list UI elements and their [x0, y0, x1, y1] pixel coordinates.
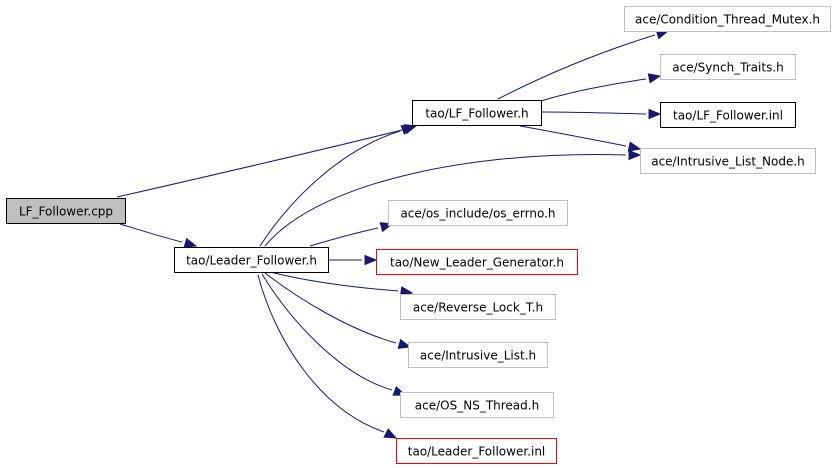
arrowhead-icon [628, 149, 642, 161]
node-tao-leader-follower-h[interactable]: tao/Leader_Follower.h [174, 247, 329, 273]
node-box [412, 100, 542, 126]
node-label: ace/Synch_Traits.h [672, 61, 783, 75]
node-box [660, 102, 796, 128]
node-ace-intrusive-list-h: ace/Intrusive_List.h [408, 342, 548, 368]
edge-line [309, 227, 379, 247]
edge-tao_lf_follower_h-to-ace_condition_thread_mutex_h [497, 29, 670, 100]
node-label: tao/Leader_Follower.h [186, 254, 317, 268]
edge-tao_lf_follower_h-to-tao_lf_follower_inl [541, 108, 662, 120]
node-tao-lf-follower-h[interactable]: tao/LF_Follower.h [412, 100, 542, 126]
edge-line [264, 154, 627, 247]
edge-line [541, 111, 647, 115]
node-label: ace/Reverse_Lock_T.h [413, 301, 543, 315]
edge-line [261, 273, 393, 391]
node-label: ace/OS_NS_Thread.h [415, 399, 539, 413]
edge-tao_lf_follower_h-to-ace_intrusive_list_node_h [519, 125, 642, 152]
node-ace-os-include-os-errno-h: ace/os_include/os_errno.h [388, 200, 568, 226]
edge-tao_leader_follower_h-to-tao_new_leader_generator_h [329, 254, 378, 266]
node-label: ace/Intrusive_List.h [420, 349, 536, 363]
arrowhead-icon [364, 254, 378, 266]
arrowhead-icon [627, 141, 642, 152]
node-ace-intrusive-list-node-h: ace/Intrusive_List_Node.h [640, 148, 816, 174]
node-box [408, 342, 548, 368]
node-label: ace/Condition_Thread_Mutex.h [635, 13, 820, 27]
node-lf-follower-cpp[interactable]: LF_Follower.cpp [6, 198, 126, 224]
edge-line [264, 272, 397, 344]
edge-line [540, 78, 647, 102]
edge-tao_leader_follower_h-to-ace_os_ns_thread_h [261, 273, 407, 396]
arrowhead-icon [383, 428, 398, 439]
arrowhead-icon [183, 237, 198, 248]
edge-tao_leader_follower_h-to-ace_intrusive_list_h [264, 272, 412, 349]
node-box [388, 200, 568, 226]
node-label: tao/LF_Follower.inl [673, 109, 783, 123]
edge-line [519, 125, 627, 147]
edge-line [269, 271, 399, 292]
edge-line [497, 34, 656, 100]
node-box [660, 54, 796, 80]
node-label: tao/New_Leader_Generator.h [390, 256, 564, 270]
node-box [174, 247, 329, 273]
edge-tao_leader_follower_h-to-ace_intrusive_list_node_h [264, 149, 642, 247]
edge-tao_leader_follower_h-to-ace_os_include_os_errno_h [309, 222, 394, 247]
node-label: LF_Follower.cpp [19, 205, 113, 219]
arrowhead-icon [397, 338, 412, 349]
node-label: tao/Leader_Follower.inl [408, 445, 546, 459]
arrowhead-icon [400, 125, 415, 136]
node-ace-os-ns-thread-h: ace/OS_NS_Thread.h [400, 392, 554, 418]
node-label: ace/os_include/os_errno.h [400, 207, 555, 221]
node-box [400, 294, 556, 320]
node-tao-new-leader-generator-h: tao/New_Leader_Generator.h [376, 249, 578, 275]
node-box [624, 6, 831, 32]
node-tao-leader-follower-inl: tao/Leader_Follower.inl [396, 438, 557, 464]
node-label: tao/LF_Follower.h [425, 107, 528, 121]
edge-line [116, 129, 403, 198]
edge-line [259, 130, 401, 247]
arrowhead-icon [647, 73, 662, 84]
node-box [376, 249, 578, 275]
node-ace-synch-traits-h: ace/Synch_Traits.h [660, 54, 796, 80]
node-box [6, 198, 126, 224]
arrowhead-icon [648, 108, 662, 120]
edges-layer [116, 29, 670, 439]
node-box [396, 438, 557, 464]
node-ace-condition-thread-mutex-h: ace/Condition_Thread_Mutex.h [624, 6, 831, 32]
edge-tao_lf_follower_h-to-ace_synch_traits_h [540, 73, 662, 102]
nodes-layer: LF_Follower.cpp tao/LF_Follower.h tao/Lead… [6, 6, 831, 464]
node-tao-lf-follower-inl[interactable]: tao/LF_Follower.inl [660, 102, 796, 128]
edge-line [257, 274, 385, 433]
node-box [640, 148, 816, 174]
edge-tao_leader_follower_h-to-tao_lf_follower_h [259, 125, 415, 247]
edge-lf_follower_cpp-to-tao_leader_follower_h [119, 223, 198, 248]
node-box [400, 392, 554, 418]
node-label: ace/Intrusive_List_Node.h [651, 155, 805, 169]
node-ace-reverse-lock-t-h: ace/Reverse_Lock_T.h [400, 294, 556, 320]
edge-lf_follower_cpp-to-tao_lf_follower_h [116, 124, 418, 198]
edge-tao_leader_follower_h-to-tao_leader_follower_inl [257, 274, 398, 439]
edge-line [119, 223, 183, 243]
